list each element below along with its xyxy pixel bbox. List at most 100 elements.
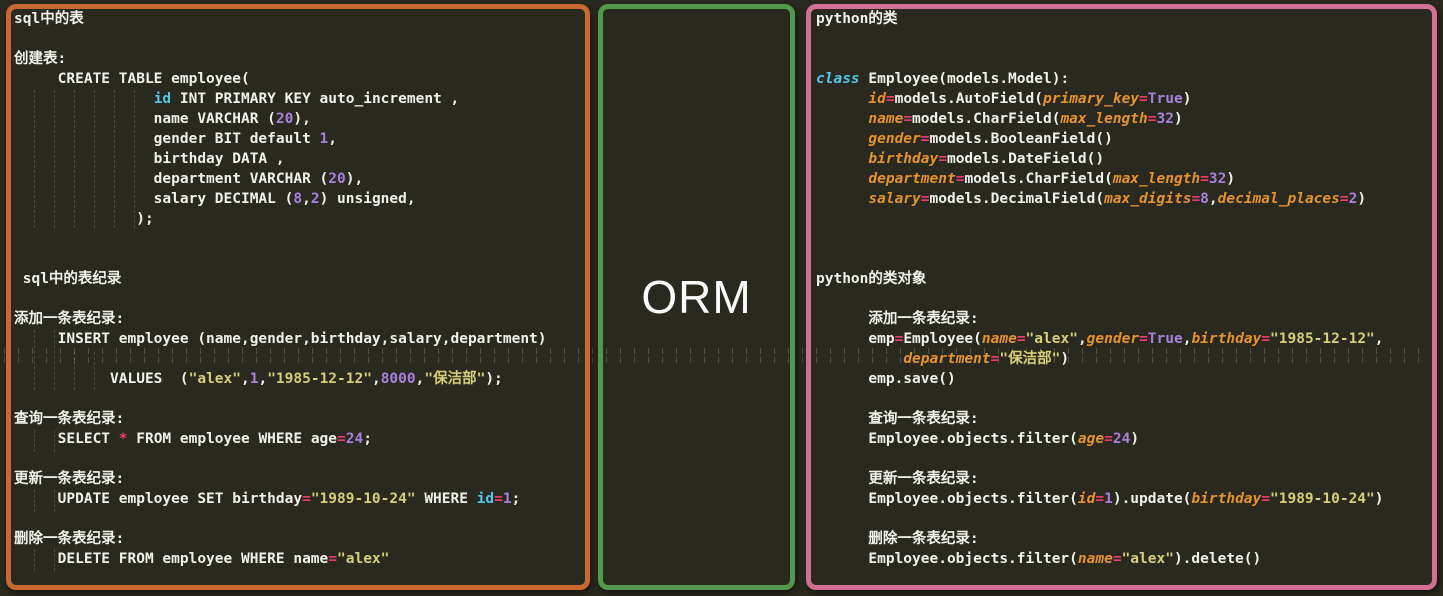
code-line [816, 289, 1432, 309]
code-segment: 查询一条表纪录: [816, 411, 979, 427]
code-segment: ; [511, 491, 521, 507]
code-line: 添加一条表纪录: [816, 309, 1432, 329]
code-segment: , [371, 371, 381, 387]
indent-guide [54, 90, 55, 228]
code-line: birthday DATA , [14, 149, 585, 169]
code-line: SELECT * FROM employee WHERE age=24; [14, 429, 585, 449]
code-segment: = [1339, 191, 1349, 207]
code-segment: max_length [1112, 171, 1201, 187]
code-segment [816, 111, 868, 127]
code-line [14, 249, 585, 269]
code-segment: WHERE [415, 491, 477, 507]
code-segment: ); [485, 371, 503, 387]
code-line: Employee.objects.filter(id=1).update(bir… [816, 489, 1432, 509]
code-segment: ), [293, 111, 311, 127]
code-segment: = [1139, 331, 1148, 347]
code-line [14, 389, 585, 409]
code-segment: 添加一条表纪录: [816, 311, 979, 327]
code-segment: INSERT employee (name,gender,birthday,sa… [14, 331, 547, 347]
code-segment: , [241, 371, 250, 387]
code-line: gender BIT default 1, [14, 129, 585, 149]
code-segment [816, 351, 903, 367]
code-line: name=models.CharField(max_length=32) [816, 109, 1432, 129]
code-line: id INT PRIMARY KEY auto_increment , [14, 89, 585, 109]
code-segment: Employee.objects.filter( [816, 491, 1078, 507]
code-segment: = [1147, 111, 1157, 127]
code-segment: id [1077, 491, 1096, 507]
code-segment: Employee.objects.filter( [816, 431, 1078, 447]
code-segment: emp [816, 331, 895, 347]
code-segment: , [1077, 331, 1087, 347]
code-segment: = [920, 131, 930, 147]
code-segment: , [415, 371, 425, 387]
code-line: 删除一条表纪录: [14, 529, 585, 549]
code-segment: ) [1374, 491, 1384, 507]
code-segment: = [337, 431, 346, 447]
code-segment: "保洁部" [424, 371, 486, 387]
code-line: salary DECIMAL (8,2) unsigned, [14, 189, 585, 209]
code-line [816, 209, 1432, 229]
code-line [816, 49, 1432, 69]
code-segment: 20 [275, 111, 294, 127]
code-line: python的类 [816, 9, 1432, 29]
indent-guide [94, 90, 95, 228]
code-line [816, 229, 1432, 249]
sql-code-block: sql中的表 创建表: CREATE TABLE employee( id IN… [11, 9, 585, 569]
code-segment: Employee( [903, 331, 982, 347]
code-segment [816, 131, 868, 147]
indent-guide [54, 490, 55, 512]
code-line: department=models.CharField(max_length=3… [816, 169, 1432, 189]
code-segment: ) [1173, 111, 1183, 127]
code-segment: "1985-12-12" [1270, 331, 1375, 347]
code-segment: salary DECIMAL ( [14, 191, 294, 207]
code-segment: department VARCHAR ( [14, 171, 329, 187]
code-segment: ; [363, 431, 372, 447]
code-segment: ).update( [1112, 491, 1192, 507]
code-segment: 32 [1208, 171, 1227, 187]
code-segment: INT PRIMARY KEY auto_increment , [171, 91, 460, 107]
code-segment: ).delete() [1173, 551, 1262, 567]
indent-guide [34, 490, 35, 512]
code-line: 查询一条表纪录: [14, 409, 585, 429]
code-segment: , [1374, 331, 1384, 347]
code-line: sql中的表 [14, 9, 585, 29]
code-line: CREATE TABLE employee( [14, 69, 585, 89]
code-segment: class [816, 71, 860, 87]
code-segment: 2 [1348, 191, 1358, 207]
code-line: 更新一条表纪录: [14, 469, 585, 489]
code-line: emp=Employee(name="alex",gender=True,bir… [816, 329, 1432, 349]
code-segment: = [1200, 171, 1209, 187]
code-line: sql中的表纪录 [14, 269, 585, 289]
code-segment [816, 191, 868, 207]
code-segment: = [938, 151, 947, 167]
code-segment: = [885, 91, 895, 107]
code-segment: 更新一条表纪录: [816, 471, 979, 487]
code-line: Employee.objects.filter(name="alex").del… [816, 549, 1432, 569]
code-line [14, 289, 585, 309]
code-line [14, 349, 585, 369]
code-segment: * [118, 431, 128, 447]
code-segment: = [328, 551, 338, 567]
code-line: department VARCHAR (20), [14, 169, 585, 189]
code-segment: ), [345, 171, 364, 187]
code-segment: = [920, 191, 930, 207]
code-segment: age [1077, 431, 1105, 447]
code-line: ); [14, 209, 585, 229]
code-line [14, 449, 585, 469]
code-line: 创建表: [14, 49, 585, 69]
code-segment [816, 171, 868, 187]
code-line: gender=models.BooleanField() [816, 129, 1432, 149]
code-line [14, 229, 585, 249]
code-line [816, 389, 1432, 409]
code-segment: 20 [328, 171, 346, 187]
code-segment: ) [1182, 91, 1192, 107]
code-segment [816, 91, 868, 107]
indent-guide [34, 549, 35, 571]
code-segment: = [1112, 551, 1122, 567]
code-line: birthday=models.DateField() [816, 149, 1432, 169]
code-segment: "1989-10-24" [310, 491, 416, 507]
code-line [816, 249, 1432, 269]
code-segment: = [1139, 91, 1148, 107]
code-segment: python的类对象 [816, 271, 927, 287]
code-segment: name [1077, 551, 1113, 567]
